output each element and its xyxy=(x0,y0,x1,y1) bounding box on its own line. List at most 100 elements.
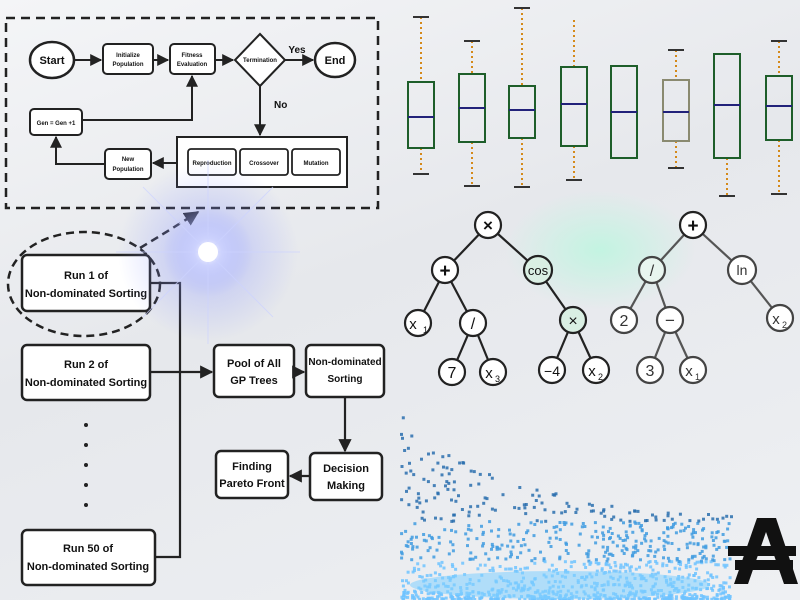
scatter-point xyxy=(425,574,429,578)
tree2-node-minus xyxy=(655,305,685,335)
scatter-point xyxy=(725,545,729,549)
scatter-point xyxy=(449,540,453,544)
scatter-point xyxy=(560,511,564,515)
scatter-point xyxy=(679,529,683,533)
scatter-point xyxy=(586,555,590,559)
scatter-point xyxy=(651,513,654,517)
scatter-point xyxy=(624,562,627,566)
scatter-point xyxy=(696,543,700,547)
scatter-point xyxy=(636,549,640,553)
scatter-point xyxy=(651,568,655,572)
scatter-point xyxy=(624,546,628,550)
scatter-point xyxy=(469,483,473,487)
scatter-point xyxy=(410,535,414,539)
scatter-point xyxy=(723,597,727,600)
scatter-point xyxy=(526,529,530,533)
scatter-point xyxy=(710,586,714,590)
scatter-point xyxy=(654,560,658,563)
scatter-point xyxy=(403,591,406,595)
scatter-point xyxy=(691,531,695,534)
scatter-point xyxy=(630,554,634,558)
scatter-point xyxy=(609,552,613,556)
tree1-x1-label: x xyxy=(409,316,417,333)
scatter-point xyxy=(594,529,598,533)
scatter-point xyxy=(436,461,440,465)
scatter-point xyxy=(488,473,491,477)
scatter-point xyxy=(645,563,649,567)
scatter-point xyxy=(657,536,661,540)
scatter-point xyxy=(475,537,479,541)
scatter-point xyxy=(431,592,435,596)
scatter-point xyxy=(421,510,425,514)
tree2-node-ln xyxy=(726,254,758,286)
scatter-point xyxy=(608,537,611,541)
nds-label-2: Sorting xyxy=(328,374,363,385)
scatter-point xyxy=(465,594,469,598)
scatter-point xyxy=(533,561,537,565)
scatter-point xyxy=(599,511,603,515)
tree2-plus-label: + xyxy=(687,216,698,237)
scatter-point xyxy=(425,598,429,600)
scatter-point xyxy=(418,597,422,600)
scatter-point xyxy=(725,595,729,599)
scatter-point xyxy=(684,565,688,569)
scatter-point xyxy=(509,550,513,554)
scatter-point xyxy=(545,529,548,533)
run1-label-1: Run 1 of xyxy=(64,270,108,282)
scatter-point xyxy=(441,455,445,459)
run50-box xyxy=(20,528,157,587)
scatter-point xyxy=(644,539,648,543)
scatter-point xyxy=(554,530,558,534)
tree1-x2-subscript: 2 xyxy=(598,372,603,382)
scatter-point xyxy=(490,542,494,546)
scatter-point xyxy=(675,558,679,562)
scatter-point xyxy=(692,574,696,577)
scatter-point xyxy=(688,565,692,569)
scatter-point xyxy=(467,514,471,518)
tree1-node-times xyxy=(473,210,503,240)
scatter-point xyxy=(445,466,449,470)
scatter-point xyxy=(478,563,482,567)
scatter-point xyxy=(508,532,512,536)
init-label-2: Population xyxy=(113,62,144,68)
scatter-point xyxy=(408,461,411,465)
gen-box xyxy=(29,108,83,136)
scatter-point xyxy=(710,531,714,535)
tree2-node-plus xyxy=(678,210,708,240)
scatter-point xyxy=(490,476,494,480)
scatter-point xyxy=(483,563,487,567)
scatter-point xyxy=(512,533,516,537)
scatter-point xyxy=(416,595,420,599)
scatter-point xyxy=(522,503,526,507)
scatter-point xyxy=(684,526,687,530)
scatter-point xyxy=(587,559,591,563)
scatter-point xyxy=(431,451,435,455)
scatter-point xyxy=(670,517,674,521)
scatter-point xyxy=(469,469,473,473)
scatter-point xyxy=(431,598,435,600)
scatter-point xyxy=(610,504,614,508)
mutation-box xyxy=(291,148,341,176)
scatter-point xyxy=(644,596,648,600)
scatter-point xyxy=(728,557,732,561)
scatter-point xyxy=(645,532,648,536)
scatter-point xyxy=(629,565,633,569)
scatter-point xyxy=(649,539,653,543)
scatter-point xyxy=(695,567,699,571)
scatter-point xyxy=(424,499,428,503)
scatter-point xyxy=(558,521,562,524)
scatter-point xyxy=(662,544,666,548)
scatter-point xyxy=(574,511,578,514)
scatter-point xyxy=(653,554,657,558)
no-label: No xyxy=(274,100,287,111)
scatter-point xyxy=(415,545,419,549)
scatter-point xyxy=(534,499,538,502)
scatter-point xyxy=(721,591,725,595)
scatter-point xyxy=(531,493,535,497)
gp-flowchart: Start Initialize Population Fitness Eval… xyxy=(4,16,380,210)
scatter-point xyxy=(413,597,416,600)
scatter-point xyxy=(649,549,653,553)
scatter-point xyxy=(437,541,441,545)
boxplot-7 xyxy=(713,53,741,197)
scatter-point xyxy=(430,535,434,539)
